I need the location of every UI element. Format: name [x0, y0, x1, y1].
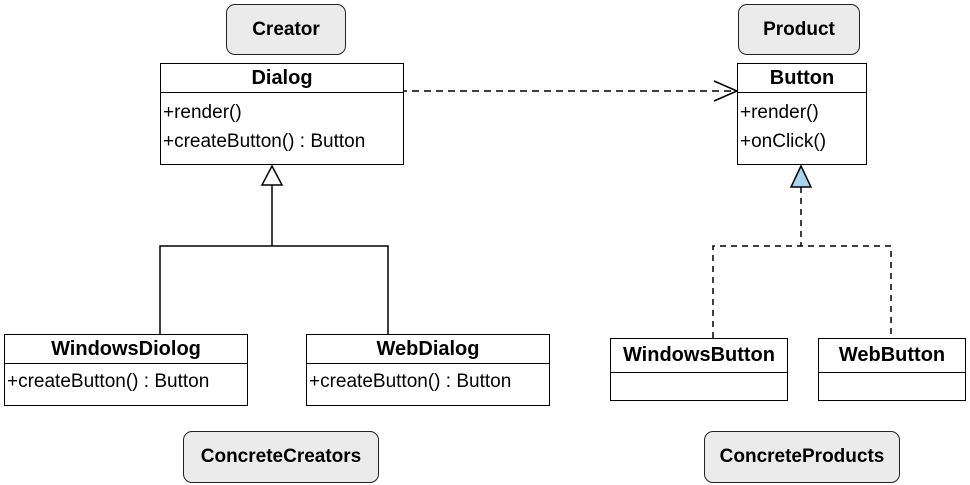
class-windows-dialog[interactable]: WindowsDiolog +createButton() : Button	[4, 334, 248, 406]
concrete-products-tag: ConcreteProducts	[704, 431, 900, 483]
class-windows-button[interactable]: WindowsButton	[610, 338, 788, 401]
class-web-button-name: WebButton	[819, 339, 965, 373]
product-tag-label: Product	[763, 18, 835, 40]
dependency-dialog-to-button	[388, 80, 739, 102]
class-windows-button-name: WindowsButton	[611, 339, 787, 373]
class-web-button[interactable]: WebButton	[818, 338, 966, 401]
class-web-dialog-name: WebDialog	[307, 335, 549, 364]
class-dialog-name: Dialog	[161, 64, 403, 93]
class-button-operations: +render() +onClick()	[738, 93, 866, 156]
concrete-creators-tag: ConcreteCreators	[183, 431, 379, 483]
operation-on-click: +onClick()	[740, 131, 827, 152]
creator-tag-label: Creator	[252, 18, 320, 40]
product-tag: Product	[738, 4, 860, 55]
class-web-dialog-operations: +createButton() : Button	[307, 364, 549, 396]
class-button[interactable]: Button +render() +onClick()	[737, 63, 867, 165]
operation-create-button: +createButton() : Button	[309, 371, 512, 392]
class-button-name: Button	[738, 64, 866, 93]
class-dialog-operations: +render() +createButton() : Button	[161, 93, 403, 156]
class-windows-dialog-operations: +createButton() : Button	[5, 364, 247, 396]
class-dialog[interactable]: Dialog +render() +createButton() : Butto…	[160, 63, 404, 165]
realization-to-button	[712, 164, 892, 338]
concrete-products-tag-label: ConcreteProducts	[719, 446, 885, 467]
operation-render: +render()	[163, 102, 242, 123]
class-windows-dialog-name: WindowsDiolog	[5, 335, 247, 364]
generalization-to-dialog	[159, 164, 389, 334]
concrete-creators-tag-label: ConcreteCreators	[200, 446, 362, 467]
creator-tag: Creator	[226, 4, 346, 55]
operation-create-button: +createButton() : Button	[163, 131, 366, 152]
operation-render: +render()	[740, 102, 819, 123]
class-web-dialog[interactable]: WebDialog +createButton() : Button	[306, 334, 550, 406]
operation-create-button: +createButton() : Button	[7, 371, 210, 392]
